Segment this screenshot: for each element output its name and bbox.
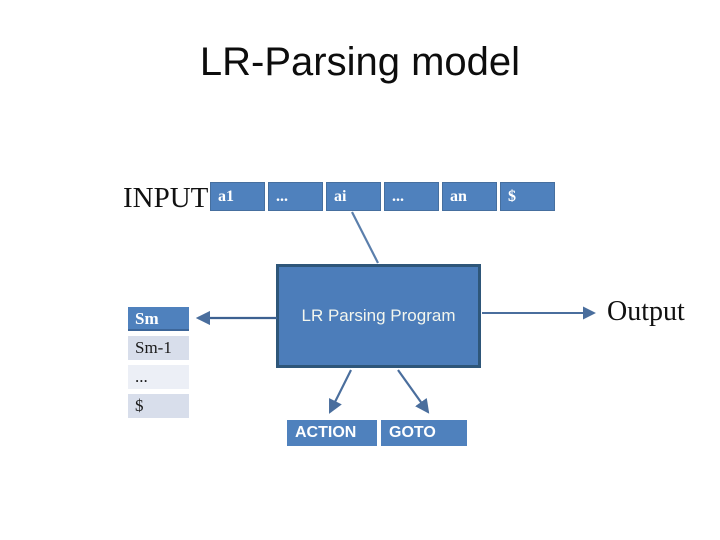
goto-table-cell: GOTO xyxy=(381,420,467,446)
input-cell-ellipsis-1: ... xyxy=(268,182,323,211)
stack-row-sm: Sm xyxy=(128,307,189,331)
parser-stack: Sm Sm-1 ... $ xyxy=(128,307,189,418)
input-buffer-row: a1 ... ai ... an $ xyxy=(210,182,555,211)
arrow-program-to-goto xyxy=(397,369,430,414)
line-input-ai-to-program xyxy=(351,211,379,264)
arrow-program-to-action xyxy=(329,369,352,414)
slide-title: LR-Parsing model xyxy=(199,40,521,84)
input-label: INPUT xyxy=(123,182,209,214)
action-table-cell: ACTION xyxy=(287,420,377,446)
stack-row-dollar: $ xyxy=(128,394,189,418)
input-cell-ai: ai xyxy=(326,182,381,211)
lr-parsing-program-box: LR Parsing Program xyxy=(276,264,481,368)
input-cell-a1: a1 xyxy=(210,182,265,211)
stack-row-sm-1: Sm-1 xyxy=(128,336,189,360)
stack-row-ellipsis: ... xyxy=(128,365,189,389)
input-cell-an: an xyxy=(442,182,497,211)
parsing-tables-row: ACTION GOTO xyxy=(287,420,467,446)
input-cell-dollar: $ xyxy=(500,182,555,211)
output-label: Output xyxy=(607,296,685,327)
lr-parsing-program-label: LR Parsing Program xyxy=(301,306,456,325)
input-cell-ellipsis-2: ... xyxy=(384,182,439,211)
